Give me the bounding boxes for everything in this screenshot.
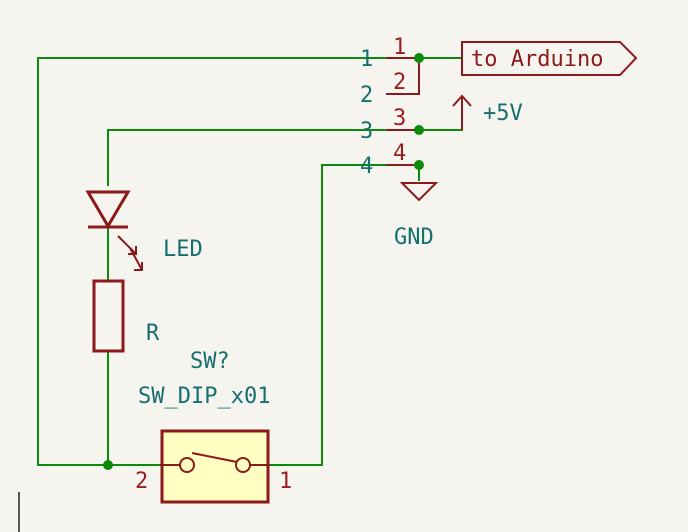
power-5v-arrow-icon [452, 94, 472, 130]
power-symbol-5v[interactable]: +5V [452, 94, 523, 130]
wire-net-1[interactable] [37, 57, 420, 466]
junction-switch-left [103, 460, 113, 470]
connector-pin-name-4: 4 [360, 154, 373, 179]
resistor-body-icon [92, 279, 125, 353]
switch-body [160, 429, 270, 504]
wire-net-4[interactable] [269, 164, 420, 466]
connector-pin-number-2: 2 [393, 70, 406, 95]
connector-pin-number-3: 3 [393, 106, 406, 131]
junction-pin-3 [414, 125, 424, 135]
switch-value-label: SW_DIP_x01 [138, 384, 270, 409]
connector-pin-name-3: 3 [360, 119, 373, 144]
connector-pin-name-2: 2 [360, 83, 373, 108]
global-label-to-arduino[interactable]: to Arduino [461, 41, 638, 76]
resistor-component[interactable]: R [92, 279, 160, 353]
global-label-text: to Arduino [471, 47, 603, 72]
connector: 1 2 3 4 1 2 3 4 [360, 35, 420, 179]
switch-contact-left-icon [179, 457, 195, 473]
junctions [103, 53, 424, 470]
gnd-label: GND [394, 225, 434, 250]
switch-component[interactable]: SW? SW_DIP_x01 2 1 [135, 349, 292, 504]
switch-lever-icon [191, 452, 238, 463]
led-diode-icon [85, 190, 131, 229]
resistor-value-label: R [146, 321, 160, 346]
led-emission-arrows-icon [117, 235, 143, 271]
junction-pin-1 [414, 53, 424, 63]
power-5v-label: +5V [483, 101, 523, 126]
wire-net-3[interactable] [107, 97, 463, 186]
switch-pin-left-number: 2 [135, 469, 148, 494]
switch-pin-right-number: 1 [279, 469, 292, 494]
led-value-label: LED [163, 237, 203, 262]
junction-pin-4 [414, 160, 424, 170]
connector-pin-2-line [386, 58, 420, 95]
led-component[interactable]: LED [85, 190, 203, 271]
switch-contact-right-icon [235, 457, 251, 473]
connector-pin-name-1: 1 [360, 47, 373, 72]
connector-pin-number-1: 1 [393, 35, 406, 60]
ground-icon [399, 182, 439, 202]
connector-pin-number-4: 4 [393, 141, 406, 166]
global-label-outline [461, 41, 638, 76]
switch-reference-label: SW? [190, 349, 230, 374]
power-symbol-gnd[interactable]: GND [394, 182, 439, 250]
